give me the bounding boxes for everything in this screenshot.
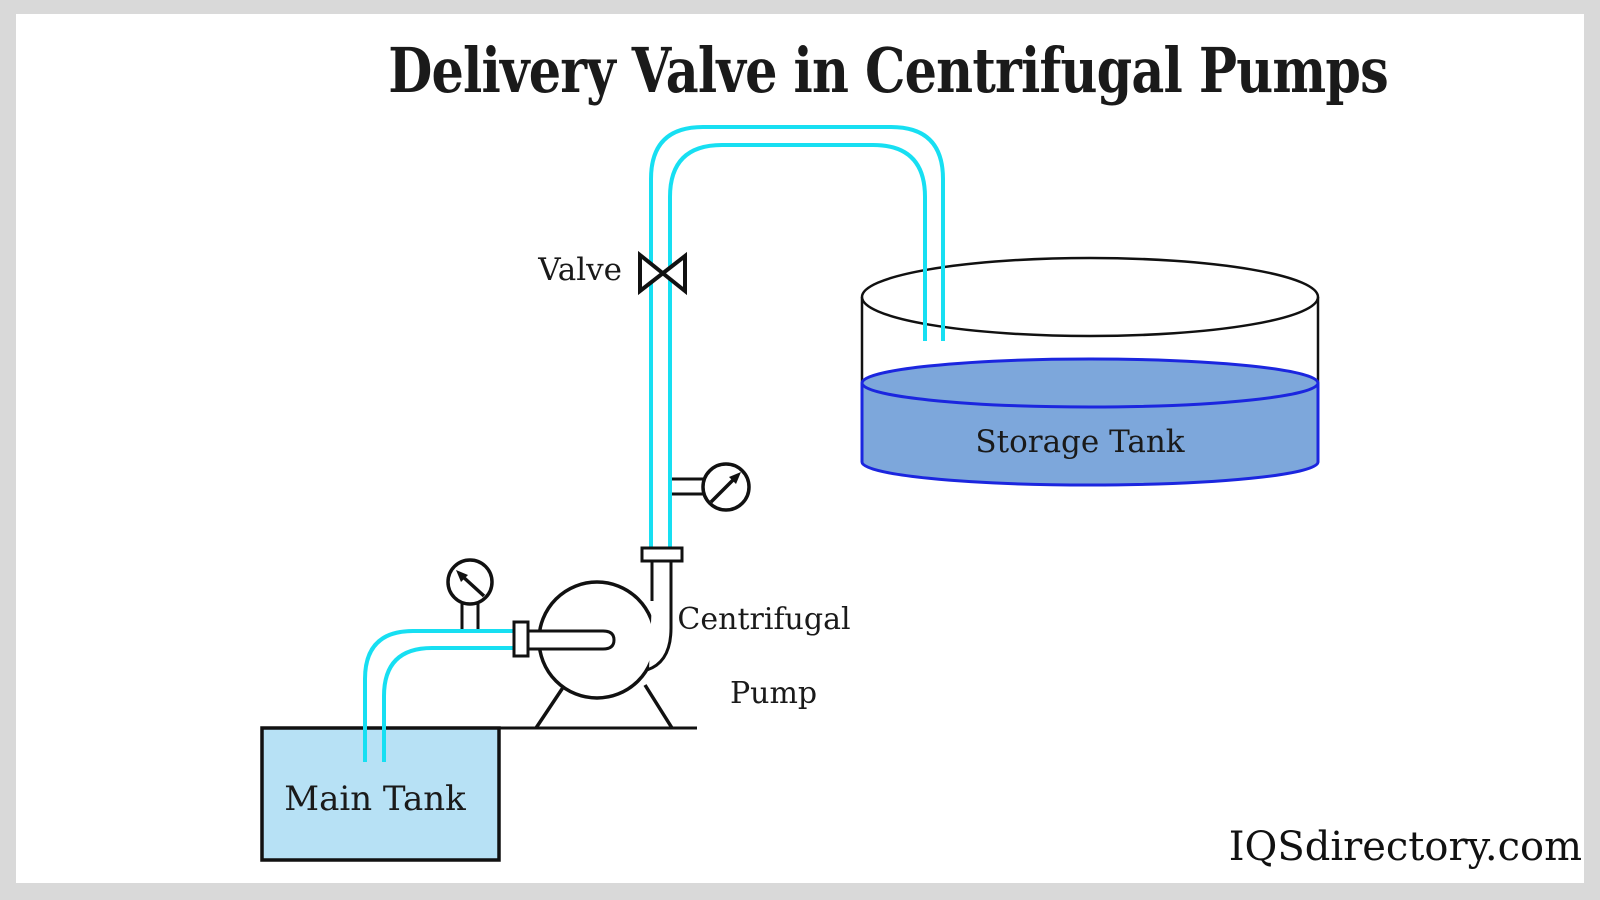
- delivery-pipe-inner-line: [668, 143, 927, 549]
- pump-label: Centrifugal Pump: [664, 601, 864, 712]
- suction-gauge-stem: [460, 604, 480, 629]
- delivery-pressure-gauge-icon: [672, 462, 751, 512]
- pump-discharge-channel: [649, 552, 671, 669]
- suction-pipe: [363, 629, 516, 762]
- suction-pipe-top-line: [363, 629, 516, 762]
- storage-tank-label: Storage Tank: [975, 424, 1185, 460]
- pump-suction-tube: [526, 629, 616, 651]
- pump-base-legs: [534, 682, 674, 729]
- watermark: IQSdirectory.com: [1228, 824, 1582, 870]
- main-tank: [260, 726, 697, 862]
- pump-label-line1: Centrifugal: [677, 602, 851, 637]
- pump-label-line2: Pump: [729, 676, 818, 711]
- delivery-gauge-needle-arrowhead: [729, 472, 741, 484]
- pump-discharge-neck-right: [646, 549, 673, 672]
- suction-gauge-needle: [459, 573, 486, 598]
- pump-discharge-flange: [640, 546, 684, 563]
- delivery-pipe: [649, 125, 945, 549]
- centrifugal-pump: [512, 546, 684, 729]
- storage-tank-water-body: [860, 383, 1320, 487]
- main-tank-body: [260, 726, 501, 862]
- suction-gauge-needle-arrowhead: [456, 570, 468, 582]
- valve-bowtie-icon: [638, 250, 687, 296]
- valve-label: Valve: [538, 252, 622, 288]
- storage-tank-water-surface: [860, 357, 1320, 409]
- suction-pipe-bottom-line: [382, 646, 516, 762]
- storage-tank: [860, 256, 1320, 487]
- diagram-title: Delivery Valve in Centrifugal Pumps: [388, 34, 1389, 107]
- main-tank-label: Main Tank: [284, 779, 466, 819]
- delivery-gauge-needle: [709, 475, 738, 504]
- delivery-pipe-outer-line: [649, 125, 945, 549]
- delivery-gauge-stem: [672, 477, 703, 496]
- suction-pressure-gauge-icon: [446, 558, 494, 629]
- storage-tank-top-rim: [860, 256, 1320, 338]
- pump-suction-flange: [512, 620, 530, 658]
